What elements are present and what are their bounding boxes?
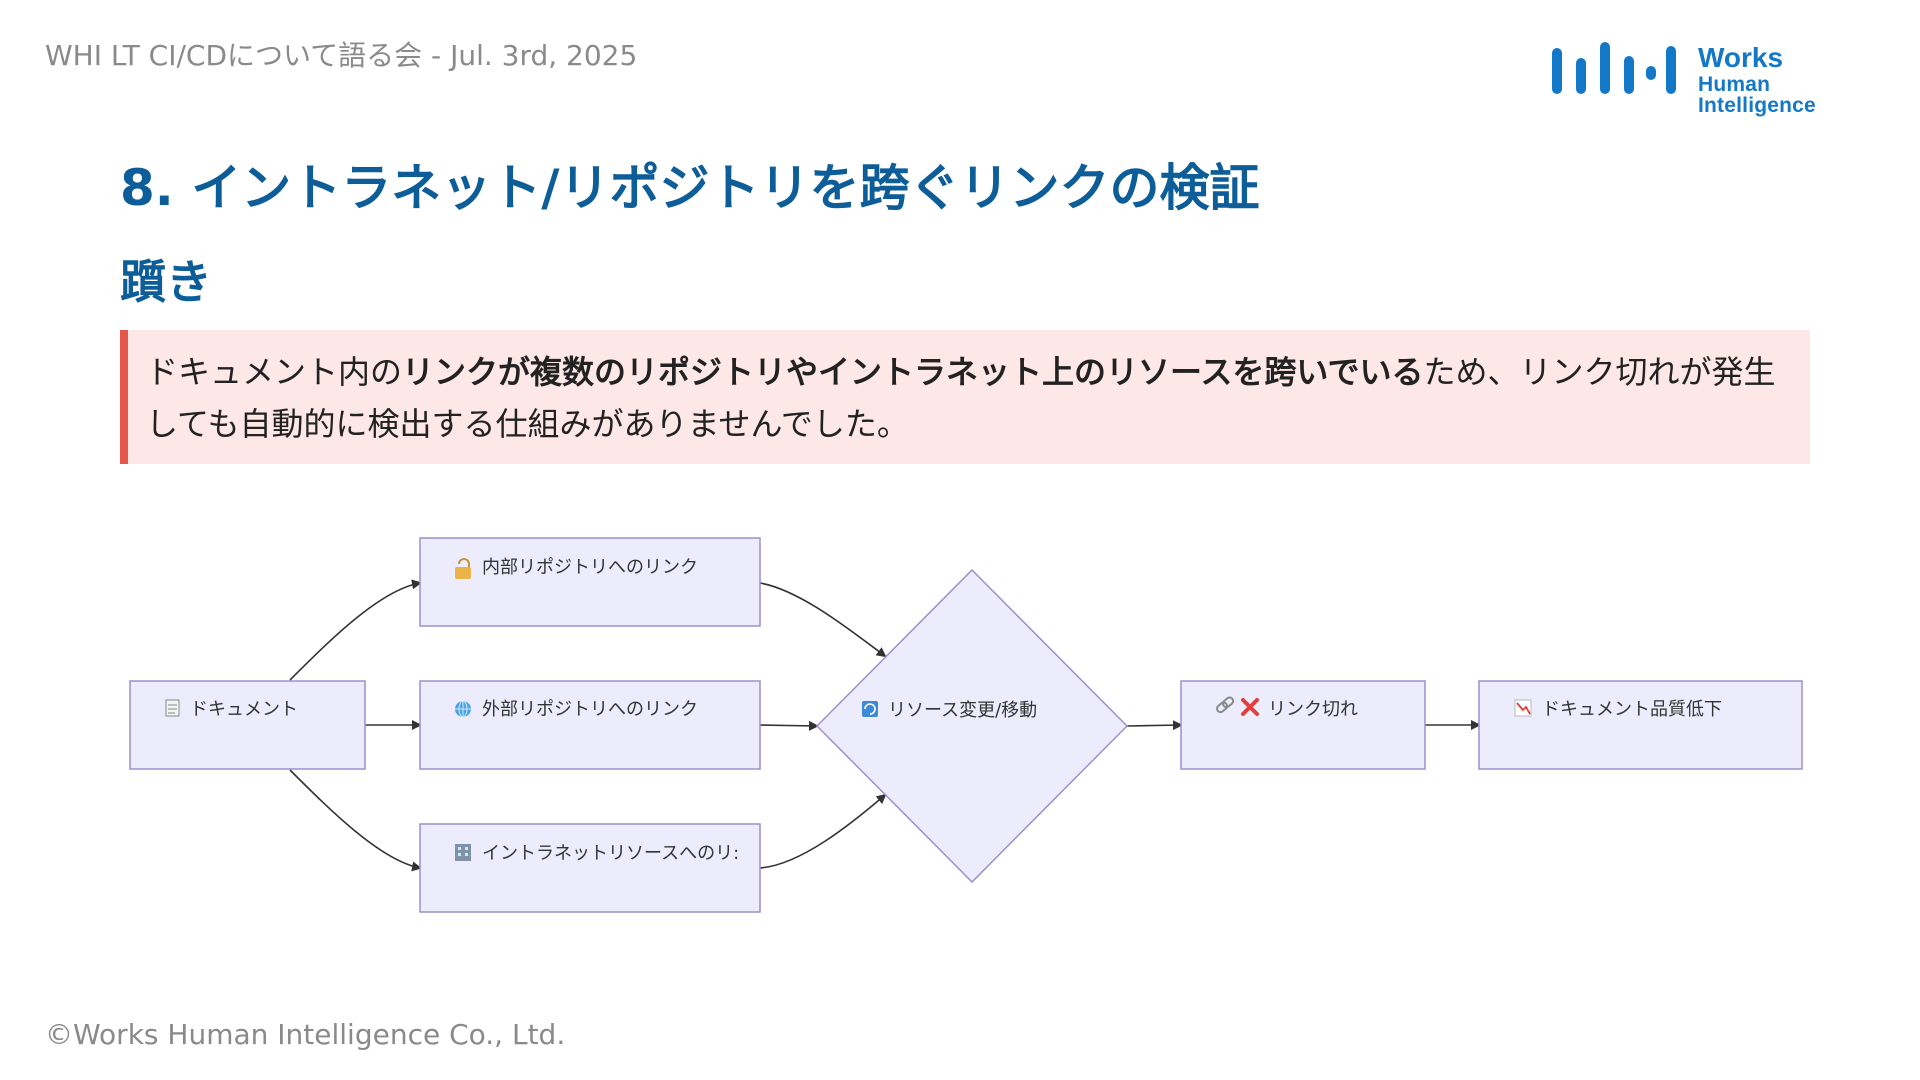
- node-internal-repo: 内部リポジトリへのリンク: [419, 537, 761, 627]
- logo-line-works: Works: [1698, 42, 1784, 73]
- section-subtitle: 躓き: [120, 255, 212, 309]
- callout-text-before: ドキュメント内の: [146, 353, 403, 391]
- edge-document-internal: [289, 579, 422, 681]
- node-label-resource-change: リソース変更/移動: [888, 700, 1037, 721]
- lock-icon: [455, 558, 471, 579]
- problem-callout: ドキュメント内のリンクが複数のリポジトリやイントラネット上のリソースを跨いでいる…: [120, 330, 1810, 464]
- logo-line-hi: Human Intelligence: [1698, 73, 1816, 117]
- chart-down-icon: [1514, 699, 1532, 717]
- link-icon: [1216, 696, 1235, 714]
- refresh-icon: [862, 701, 878, 717]
- logo-wordmark: Works Human Intelligence: [1698, 42, 1890, 117]
- edge-document-intranet: [289, 769, 422, 872]
- node-label-intranet: イントラネットリソースへのリ:: [482, 843, 739, 864]
- document-icon: [165, 699, 180, 717]
- globe-icon: [455, 700, 471, 718]
- node-quality-drop: ドキュメント品質低下: [1478, 680, 1803, 770]
- node-label-document: ドキュメント: [190, 699, 298, 720]
- edge-intranet-change: [759, 793, 887, 869]
- node-external-repo: 外部リポジトリへのリンク: [419, 680, 761, 770]
- node-intranet: イントラネットリソースへのリ:: [419, 823, 761, 913]
- node-resource-change: リソース変更/移動: [815, 568, 1129, 884]
- edge-internal-change: [759, 582, 887, 658]
- building-icon: [455, 844, 471, 861]
- node-label-quality-drop: ドキュメント品質低下: [1542, 699, 1722, 720]
- page-title: 8. イントラネット/リポジトリを跨ぐリンクの検証: [120, 159, 1260, 217]
- node-document: ドキュメント: [129, 680, 366, 770]
- event-line: WHI LT CI/CDについて語る会 - Jul. 3rd, 2025: [45, 39, 638, 72]
- cross-icon: [1241, 698, 1259, 716]
- node-label-external-repo: 外部リポジトリへのリンク: [482, 699, 698, 720]
- edge-external-change: [759, 720, 819, 731]
- company-logo: Works Human Intelligence: [1550, 40, 1890, 116]
- node-link-broken: リンク切れ: [1180, 680, 1426, 770]
- callout-text-after: ため、リンク切れが発生しても自動的に検出する仕組みがありませんでした。: [146, 353, 1776, 443]
- callout-text-bold: リンクが複数のリポジトリやイントラネット上のリソースを跨いでいる: [402, 353, 1424, 391]
- node-label-internal-repo: 内部リポジトリへのリンク: [482, 557, 698, 578]
- flowchart-edges: [289, 579, 1481, 872]
- logo-bars-icon: [1552, 42, 1676, 94]
- edge-change-broken: [1126, 720, 1183, 731]
- copyright-footer: ©Works Human Intelligence Co., Ltd.: [45, 1018, 566, 1051]
- node-label-link-broken: リンク切れ: [1268, 699, 1358, 720]
